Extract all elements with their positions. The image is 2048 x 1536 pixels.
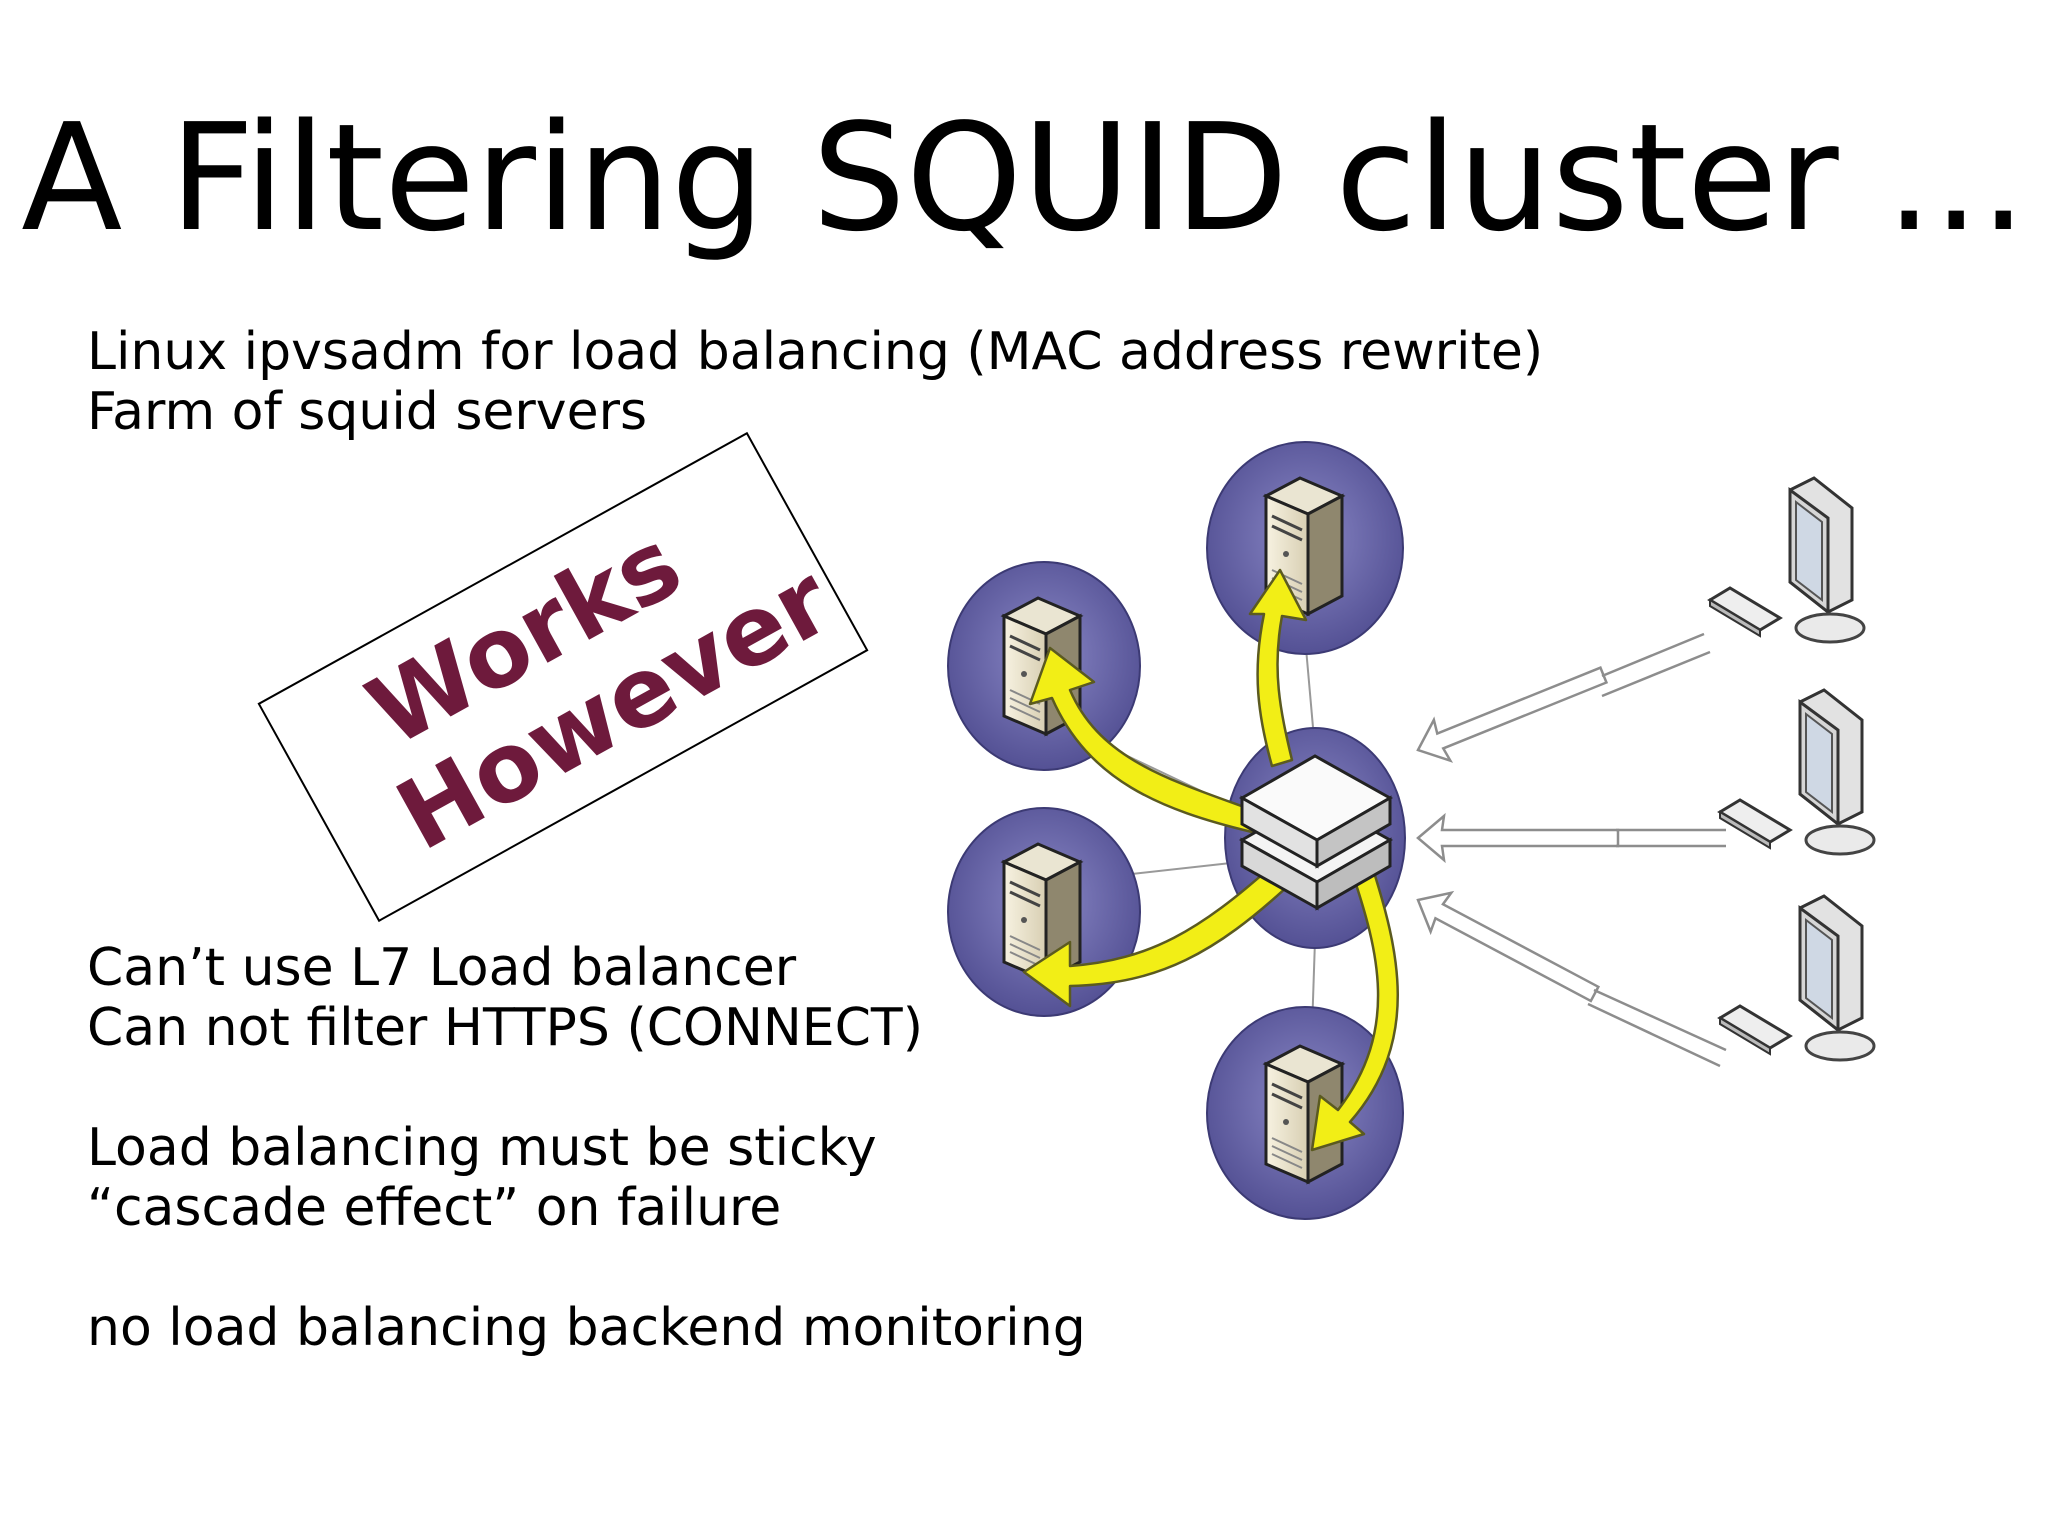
cluster-diagram	[947, 441, 1876, 1220]
text-line-farm: Farm of squid servers	[87, 382, 648, 442]
flow-arrows	[1022, 568, 1399, 1152]
workstation-icon	[1718, 688, 1876, 856]
request-arrow-1	[1408, 653, 1613, 772]
request-arrow-2	[1416, 814, 1620, 862]
request-arrow-3	[1406, 879, 1607, 1015]
request-arrows	[1406, 653, 1620, 1015]
flow-arrow-up-left	[1028, 646, 1260, 834]
works-however-stamp: Works However	[257, 431, 869, 923]
flow-arrow-down-left	[1022, 864, 1290, 1008]
limitations-text: Can’t use L7 Load balancer Can not filte…	[87, 938, 923, 1058]
text-line-ipvsadm: Linux ipvsadm for load balancing (MAC ad…	[87, 322, 1544, 382]
text-line-monitoring: no load balancing backend monitoring	[87, 1298, 1086, 1358]
text-line-l7: Can’t use L7 Load balancer	[87, 938, 797, 998]
sticky-text: Load balancing must be sticky “cascade e…	[87, 1118, 877, 1238]
load-balancer-icon	[1238, 754, 1394, 911]
text-line-cascade: “cascade effect” on failure	[87, 1178, 782, 1238]
intro-text: Linux ipvsadm for load balancing (MAC ad…	[87, 322, 1543, 442]
workstation-icon	[1718, 894, 1876, 1062]
slide-title: A Filtering SQUID cluster ...	[21, 92, 2027, 264]
workstation-icon	[1708, 476, 1866, 644]
text-line-sticky: Load balancing must be sticky	[87, 1118, 877, 1178]
text-line-https: Can not filter HTTPS (CONNECT)	[87, 998, 923, 1058]
flow-arrow-up	[1248, 568, 1308, 768]
flow-arrow-down	[1310, 864, 1399, 1152]
monitoring-text: no load balancing backend monitoring	[87, 1298, 1086, 1358]
